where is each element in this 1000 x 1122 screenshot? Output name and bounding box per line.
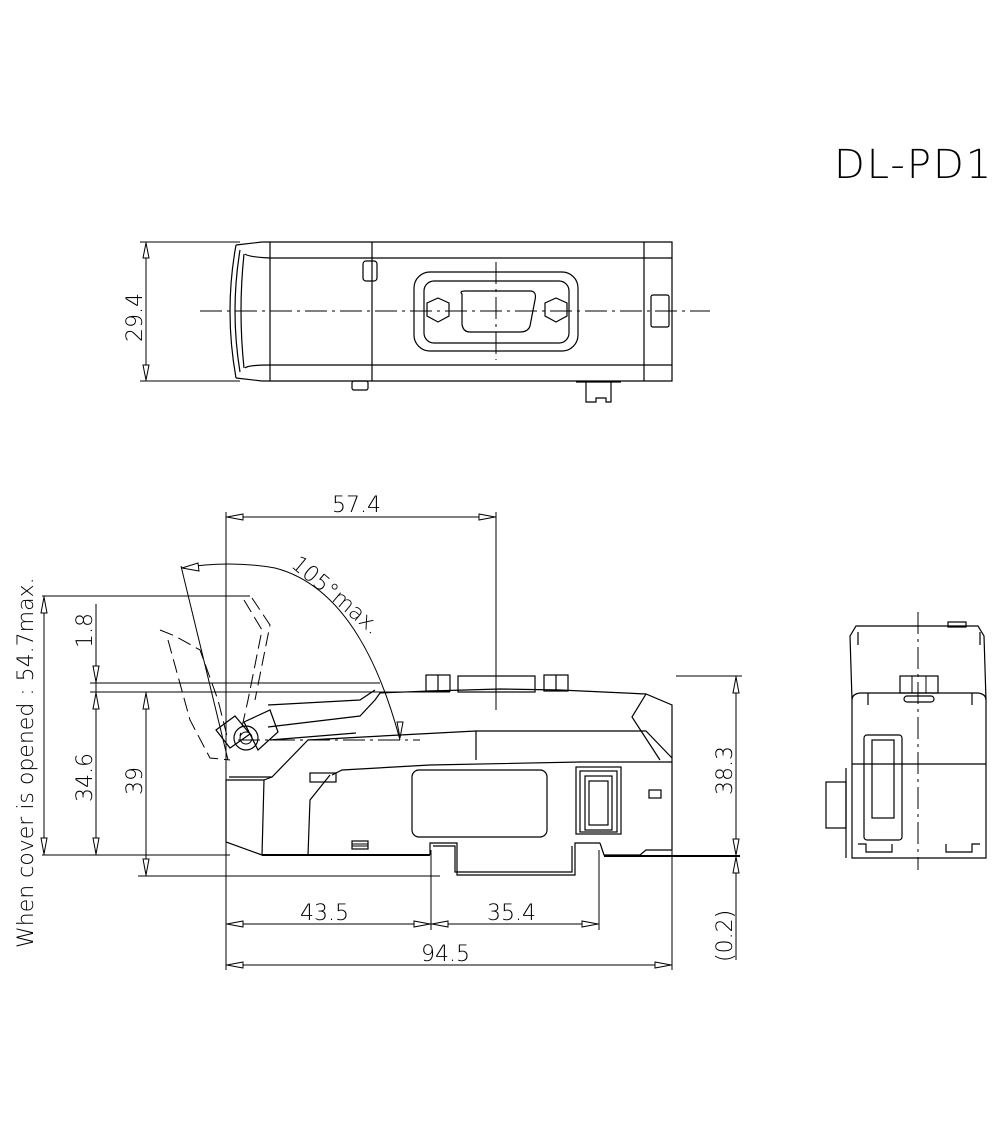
dim-43-5: 43.5: [300, 901, 349, 926]
dim-38-3: 38.3: [713, 746, 738, 795]
top-view: 29.4: [123, 241, 710, 403]
dim-39: 39: [123, 767, 148, 795]
dim-0-2: (0.2): [713, 910, 738, 962]
end-view: [825, 612, 987, 870]
dim-105-deg: 105°max.: [286, 551, 385, 640]
side-view: When cover is opened : 54.7max. 57.4 105…: [14, 493, 742, 970]
dim-1-8: 1.8: [73, 613, 98, 648]
model-title: DL-PD1: [834, 142, 993, 188]
dim-94-5: 94.5: [421, 942, 470, 967]
cover-open-note: When cover is opened : 54.7max.: [14, 577, 39, 948]
dim-35-4: 35.4: [487, 901, 536, 926]
dim-29-4: 29.4: [123, 293, 148, 342]
dim-34-6: 34.6: [73, 753, 98, 802]
dim-57-4: 57.4: [332, 493, 381, 518]
